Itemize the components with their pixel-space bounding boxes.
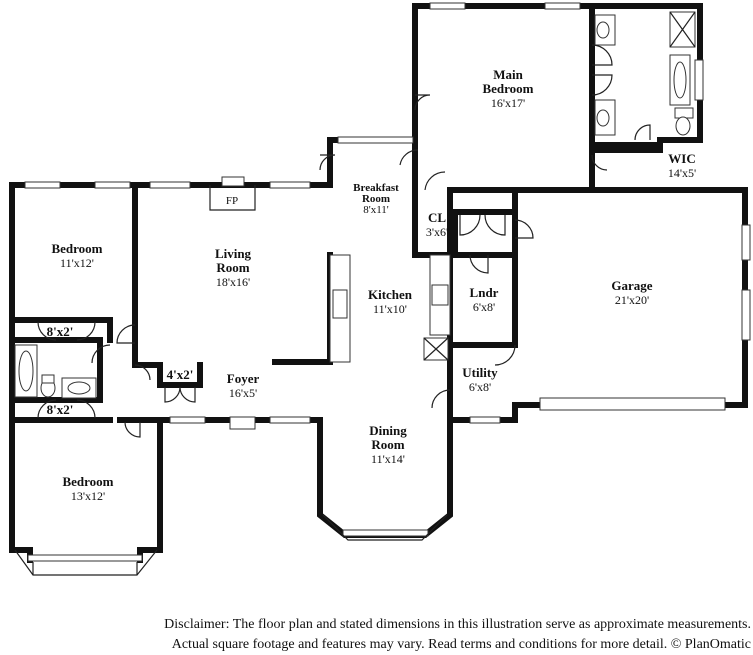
room-label-breakfast: Breakfast Room 8'x11'	[353, 182, 399, 216]
room-name-dining: Dining	[369, 423, 407, 438]
windows	[24, 2, 751, 562]
floor-plan: Main Bedroom 16'x17' WIC 14'x5' Breakfas…	[9, 2, 751, 576]
room-dims-foyer-closet: 4'x2'	[167, 367, 194, 382]
bay-windows	[14, 514, 448, 576]
room-name-bedroom2: Bedroom	[62, 474, 113, 489]
room-dims-living: 18'x16'	[216, 275, 250, 289]
room-dims-breakfast: 8'x11'	[363, 204, 389, 216]
room-name-cl: CL	[428, 210, 446, 225]
room-dims-bedroom1: 11'x12'	[60, 256, 94, 270]
room-label-cl: CL 3'x6'	[426, 210, 448, 239]
room-dims-lndr: 6'x8'	[473, 300, 495, 314]
room-name-bedroom1: Bedroom	[51, 241, 102, 256]
disclaimer-line-2: Actual square footage and features may v…	[171, 637, 751, 652]
room-name-living: Living	[215, 246, 252, 261]
room-name-main-bedroom-2: Bedroom	[482, 81, 533, 96]
room-dims-wic: 14'x5'	[668, 166, 696, 180]
room-name-living-2: Room	[216, 260, 249, 275]
room-dims-garage: 21'x20'	[615, 293, 649, 307]
fireplace-label: FP	[226, 195, 238, 207]
room-dims-dining: 11'x14'	[371, 452, 405, 466]
room-name-utility: Utility	[462, 365, 498, 380]
room-dims-main-bedroom: 16'x17'	[491, 96, 525, 110]
room-dims-bedroom2: 13'x12'	[71, 489, 105, 503]
disclaimer: Disclaimer: The floor plan and stated di…	[0, 615, 753, 655]
room-label-bedroom2: Bedroom 13'x12'	[62, 474, 113, 503]
room-label-main-bedroom: Main Bedroom 16'x17'	[482, 67, 533, 110]
room-label-utility: Utility 6'x8'	[462, 365, 498, 394]
room-label-dining: Dining Room 11'x14'	[369, 423, 407, 466]
room-label-living: Living Room 18'x16'	[215, 246, 252, 289]
disclaimer-line-1: Disclaimer: The floor plan and stated di…	[164, 617, 751, 632]
room-dims-utility: 6'x8'	[469, 380, 491, 394]
room-name-garage: Garage	[611, 278, 652, 293]
room-name-lndr: Lndr	[470, 285, 499, 300]
room-dims-foyer: 16'x5'	[229, 386, 257, 400]
doors	[37, 44, 651, 438]
room-name-wic: WIC	[668, 151, 695, 166]
room-dims-kitchen: 11'x10'	[373, 302, 407, 316]
room-label-lndr: Lndr 6'x8'	[470, 285, 499, 314]
room-label-garage: Garage 21'x20'	[611, 278, 652, 307]
fixtures	[14, 11, 696, 399]
room-name-dining-2: Room	[371, 437, 404, 452]
room-name-kitchen: Kitchen	[368, 287, 413, 302]
room-label-wic: WIC 14'x5'	[668, 151, 696, 180]
room-name-foyer: Foyer	[227, 371, 260, 386]
room-label-kitchen: Kitchen 11'x10'	[368, 287, 413, 316]
room-label-bedroom1: Bedroom 11'x12'	[51, 241, 102, 270]
room-dims-cl: 3'x6'	[426, 225, 448, 239]
room-label-foyer: Foyer 16'x5'	[227, 371, 260, 400]
room-name-main-bedroom: Main	[493, 67, 523, 82]
room-dims-closet1: 8'x2'	[47, 324, 74, 339]
room-name-breakfast: Breakfast	[353, 182, 399, 194]
room-dims-closet2: 8'x2'	[47, 402, 74, 417]
room-name-breakfast-2: Room	[362, 193, 390, 205]
